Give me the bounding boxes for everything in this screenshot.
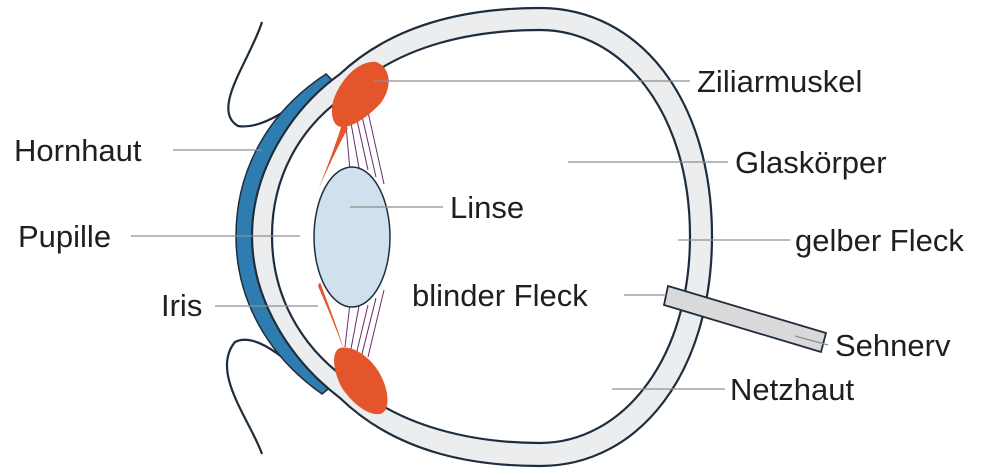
iris-upper xyxy=(319,124,348,188)
iris-lower xyxy=(318,282,344,350)
label-glaskoerper: Glaskörper xyxy=(735,145,887,180)
leader-sehnerv xyxy=(794,335,829,346)
label-gelber-fleck: gelber Fleck xyxy=(795,223,964,258)
label-netzhaut: Netzhaut xyxy=(730,372,854,407)
label-ziliarmuskel: Ziliarmuskel xyxy=(697,64,862,99)
optic-nerve xyxy=(662,284,828,354)
sclera xyxy=(250,6,714,468)
label-pupille: Pupille xyxy=(18,219,111,254)
ciliary-muscle-lower xyxy=(334,347,388,415)
label-hornhaut: Hornhaut xyxy=(14,133,142,168)
lens xyxy=(313,166,391,308)
zonular-fibers xyxy=(344,111,385,358)
ciliary-muscle-upper xyxy=(331,61,389,128)
label-blinder-fleck: blinder Fleck xyxy=(412,278,588,313)
label-linse: Linse xyxy=(450,190,524,225)
label-iris: Iris xyxy=(161,288,202,323)
label-sehnerv: Sehnerv xyxy=(835,328,951,363)
